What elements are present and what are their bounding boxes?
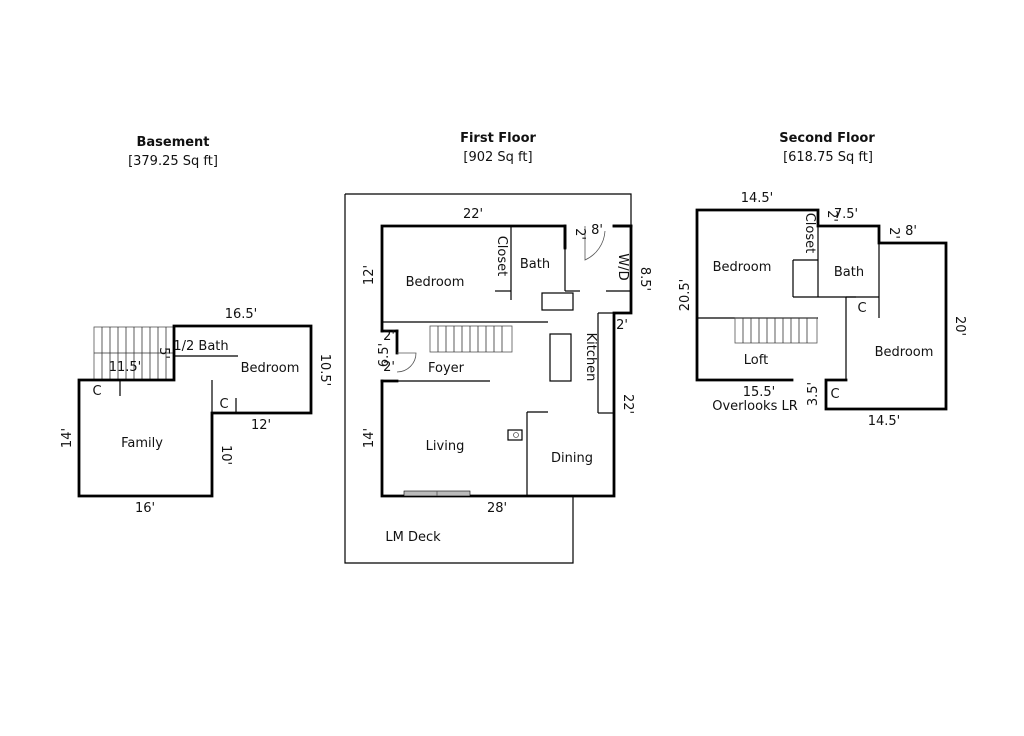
kitchen-island [549,333,572,382]
first-floor-stairs [429,325,513,353]
dim-label: 6.5' [377,343,392,367]
closet-label: C [830,387,839,402]
dim-label: 2' [886,227,901,239]
dim-label: 8.5' [637,267,652,291]
room-closet: Closet [802,213,817,254]
basement-plan: Basement [379.25 Sq ft] Family Bedroom 1… [60,135,332,516]
room-living: Living [426,439,465,454]
dim-label: 15.5' [743,385,776,400]
dim-label: 8' [591,223,603,238]
dim-label: 2' [616,318,628,333]
dim-label: 16.5' [225,307,258,322]
dim-label: 3.5' [806,382,821,406]
second-floor-title: Second Floor [779,131,875,146]
dim-label: 2' [572,228,587,240]
first-floor-title: First Floor [460,131,536,146]
first-floor-area: [902 Sq ft] [463,150,532,165]
room-second-bedroom-2: Bedroom [875,345,934,360]
dim-label: 28' [487,501,507,516]
dim-label: 5' [156,347,171,359]
room-deck: LM Deck [385,530,441,545]
room-first-bedroom: Bedroom [406,275,465,290]
room-second-bedroom-1: Bedroom [713,260,772,275]
room-family: Family [121,436,163,451]
room-half-bath: 1/2 Bath [173,339,228,354]
dim-label: 22' [463,207,483,222]
stove-fixture [541,292,574,311]
dim-label: 7.5' [834,207,858,222]
room-basement-bedroom: Bedroom [241,361,300,376]
room-loft: Loft [744,353,768,368]
second-floor-stairs [734,317,818,344]
room-washer-dryer: W/D [615,253,630,280]
overlook-note: Overlooks LR [712,399,798,414]
second-floor-area: [618.75 Sq ft] [783,150,873,165]
closet-label: C [92,384,101,399]
dim-label: 14.5' [741,191,774,206]
sink-icon [507,429,523,441]
dim-label: 12' [362,265,377,285]
second-floor-walls [695,208,948,411]
dim-label: 10' [218,445,233,465]
second-floor-plan: Second Floor [618.75 Sq ft] Bedroom Clo [678,131,967,429]
basement-area: [379.25 Sq ft] [128,154,218,169]
dim-label: 14' [362,428,377,448]
dim-label: 2' [824,210,839,222]
dim-label: 8' [905,224,917,239]
room-foyer: Foyer [428,361,465,376]
closet-label: C [219,397,228,412]
room-dining: Dining [551,451,593,466]
dim-label: 14.5' [868,414,901,429]
room-kitchen: Kitchen [583,333,598,382]
deck-outline [344,193,632,564]
dim-label: 16' [135,501,155,516]
first-floor-plan: First Floor [902 Sq ft] [344,131,652,564]
dim-label: 10.5' [317,354,332,387]
dim-label: 22' [620,394,635,414]
dim-label: 12' [251,418,271,433]
basement-walls [77,324,313,498]
dim-label: 2' [383,329,395,344]
room-bath: Bath [834,265,864,280]
dim-label: 20.5' [678,279,693,312]
basement-title: Basement [136,135,209,150]
room-closet: Closet [494,236,509,277]
dim-label: 14' [60,428,75,448]
dim-label: 2' [383,360,395,375]
closet-label: C [857,301,866,316]
dim-label: 20' [952,316,967,336]
room-bath: Bath [520,257,550,272]
dim-label: 11.5' [109,360,142,375]
